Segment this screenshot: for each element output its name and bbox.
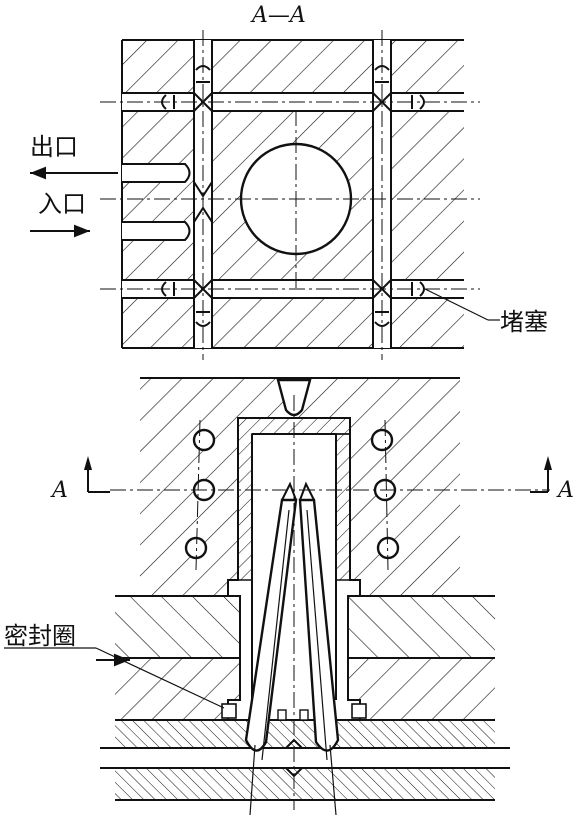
seal-ring-label: 密封圈 [4, 622, 76, 650]
section-mark-left: A [50, 478, 68, 503]
outlet-label: 出口 [30, 133, 78, 161]
section-view-aa [100, 30, 480, 360]
assembly-section [100, 377, 550, 816]
inlet-label: 入口 [38, 190, 86, 218]
seal-ring-left [221, 703, 237, 719]
section-title: A—A [250, 3, 306, 28]
plug-leader [424, 288, 489, 321]
seal-ring-right [351, 703, 367, 719]
section-mark-right: A [556, 478, 574, 503]
plug-label: 堵塞 [500, 308, 548, 336]
